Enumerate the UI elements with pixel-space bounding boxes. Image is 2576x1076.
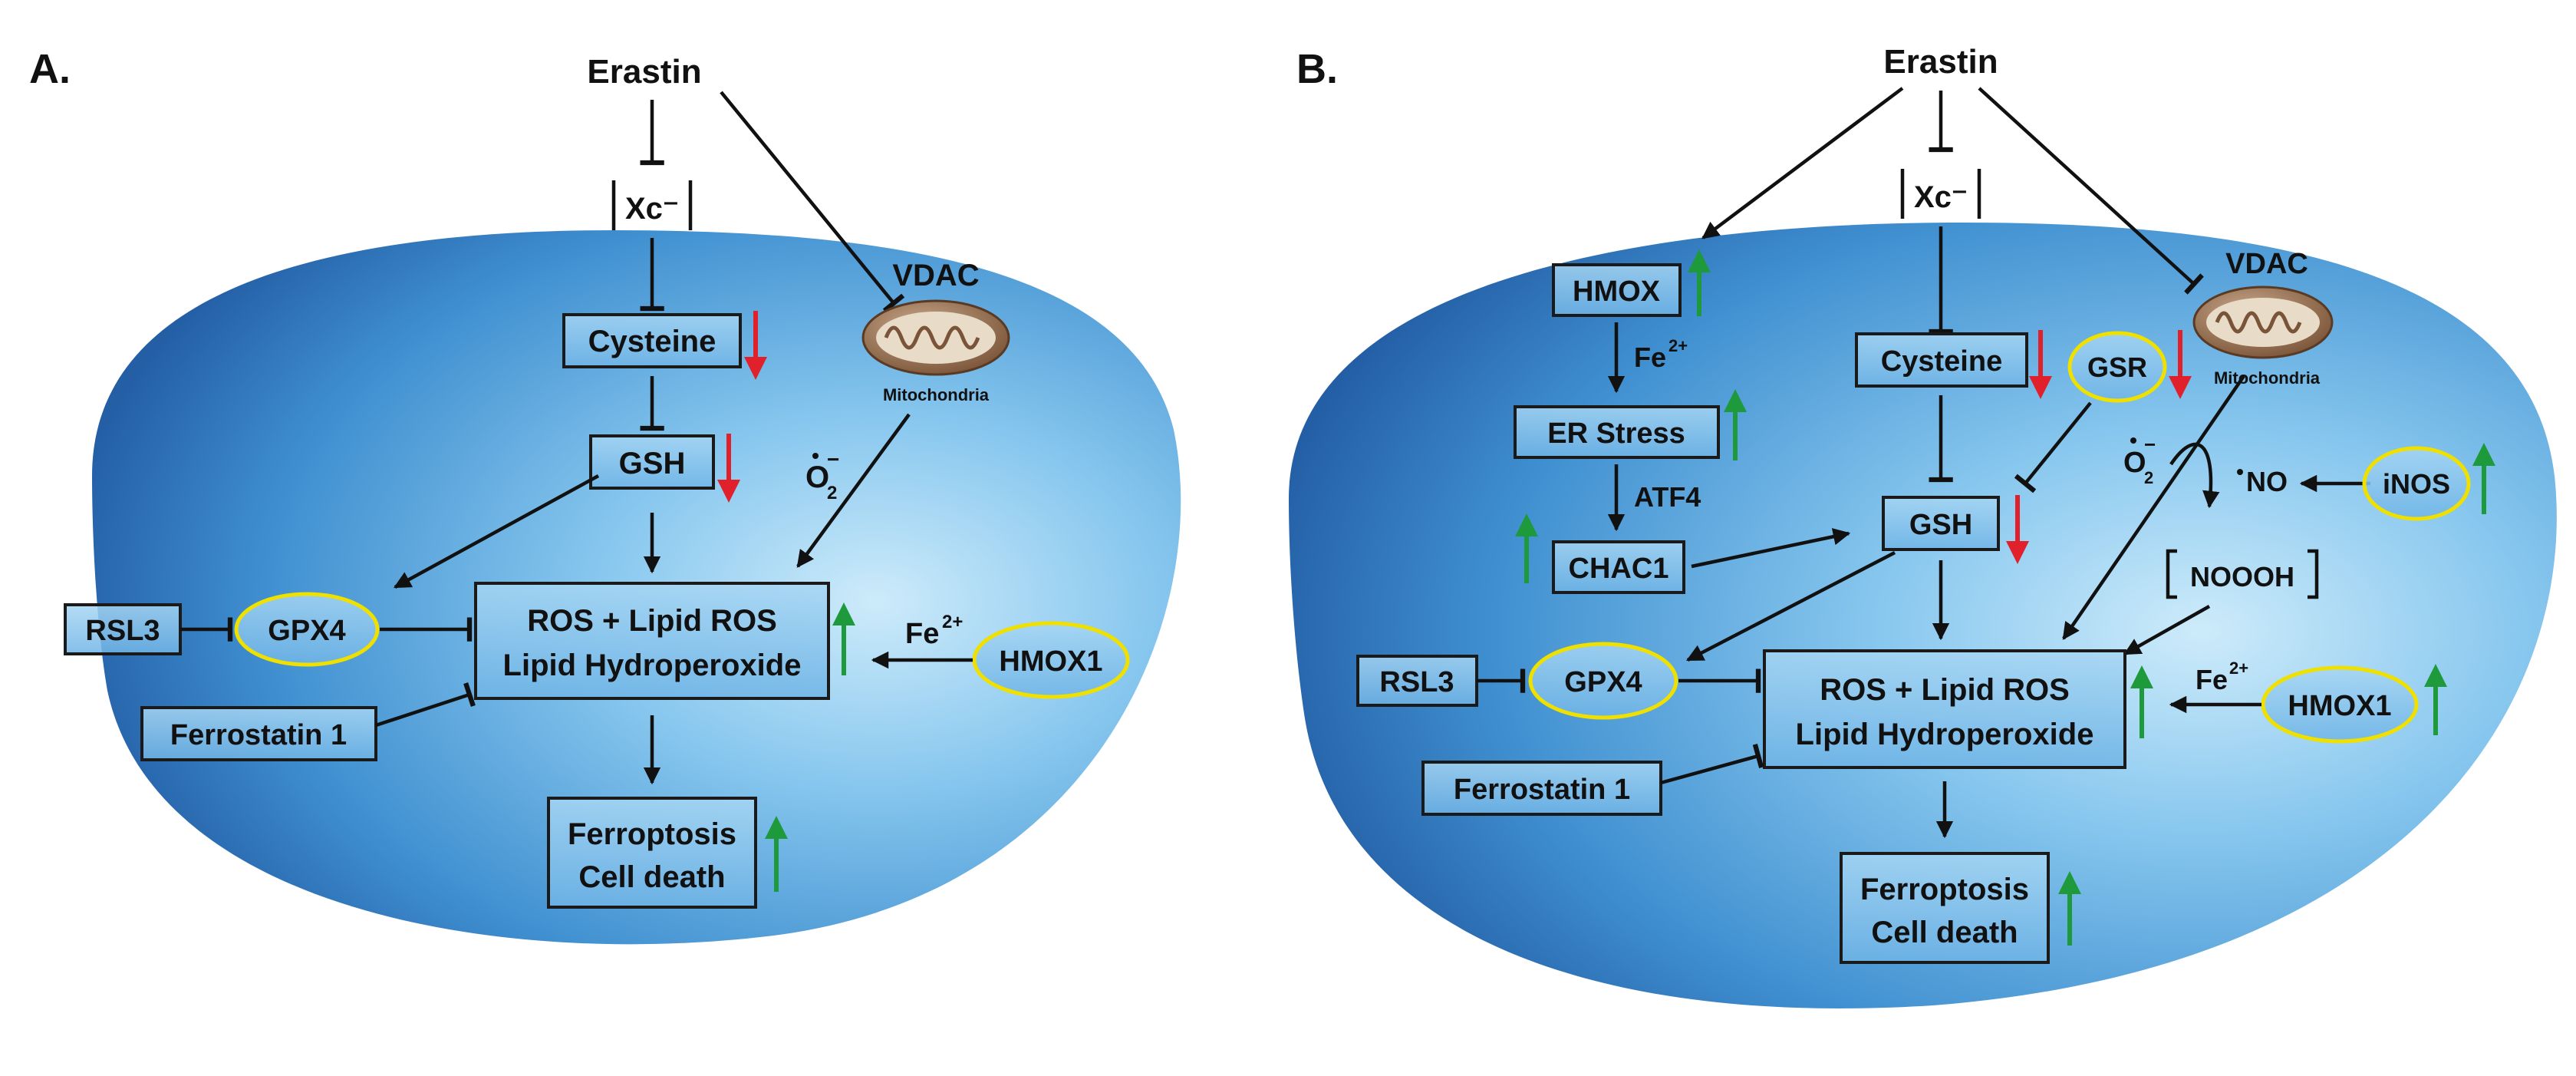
hmox-box (1552, 263, 1682, 317)
cysteine-box (562, 313, 742, 368)
vdac-to-ros (796, 413, 911, 568)
mitochondria-label: Mitochondria (2214, 368, 2321, 388)
ferroptosis-box (1840, 852, 2050, 964)
ferrostatin-box (1421, 761, 1662, 816)
gpx4-oval (234, 592, 380, 667)
noooh-species: NOOOH (2166, 549, 2319, 599)
erastin-label: Erastin (1883, 43, 1998, 81)
svg-text:−: − (2144, 433, 2156, 456)
gsh-label: GSH (1909, 509, 1972, 541)
ferroptosis-line1: Ferroptosis (1860, 873, 2029, 906)
xc-transporter: Xc⁻ (611, 180, 693, 230)
noooh-label: NOOOH (2190, 561, 2294, 592)
ferrostatin-inhibits-ros (1660, 743, 1764, 785)
chac1-label: CHAC1 (1569, 553, 1669, 585)
inos-oval (2362, 446, 2471, 521)
erastin-inhibits-vdac (720, 91, 905, 313)
svg-text:NO: NO (2246, 466, 2288, 497)
cysteine-box (1855, 332, 2028, 388)
chac1-to-gsh (1691, 528, 1851, 569)
nitric-oxide-label: NO (2237, 466, 2288, 497)
superoxide-label: O 2 − (2123, 433, 2156, 487)
svg-text:Fe: Fe (2196, 664, 2228, 695)
svg-text:2+: 2+ (2229, 658, 2248, 678)
xc-label: Xc⁻ (625, 192, 679, 226)
vdac-label: VDAC (2225, 248, 2308, 280)
fe2-label: Fe 2+ (905, 612, 963, 650)
ferroptosis-box (547, 797, 757, 909)
hmox1-label: HMOX1 (999, 645, 1102, 678)
erastin-to-hmox (1701, 87, 1904, 239)
svg-text:O: O (805, 460, 829, 494)
hmox-label: HMOX (1573, 276, 1661, 308)
xc-transporter: Xc⁻ (1900, 169, 1981, 219)
ros-line1: ROS + Lipid ROS (1820, 673, 2070, 707)
svg-text:2: 2 (2144, 468, 2153, 487)
ros-line2: Lipid Hydroperoxide (1796, 718, 2094, 751)
superoxide-label: O 2 − (805, 447, 839, 503)
cysteine-label: Cysteine (588, 325, 716, 358)
rsl3-label: RSL3 (85, 615, 160, 647)
er-stress-label: ER Stress (1547, 418, 1685, 450)
cysteine-label: Cysteine (1881, 345, 2002, 378)
gsh-label: GSH (619, 447, 686, 480)
gsr-oval (2067, 331, 2167, 403)
gpx4-oval (1528, 642, 1678, 720)
erastin-label: Erastin (587, 53, 701, 91)
rsl3-label: RSL3 (1379, 666, 1454, 698)
svg-text:Fe: Fe (1634, 342, 1666, 373)
panel-a: A. Erastin Xc⁻ Cysteine GSH VDAC Mitocho… (29, 46, 1181, 945)
ferroptosis-line2: Cell death (1871, 916, 2018, 949)
atf4-label: ATF4 (1634, 481, 1701, 513)
fe2-label: Fe 2+ (1634, 336, 1688, 373)
erastin-inhibits-vdac (1978, 87, 2204, 295)
hmox1-oval (972, 621, 1130, 699)
panel-a-letter: A. (29, 46, 71, 92)
panel-b-letter: B. (1296, 46, 1338, 92)
gsh-to-gpx4 (1686, 551, 1896, 662)
svg-text:−: − (827, 447, 839, 471)
mitochondria-icon (861, 299, 1010, 376)
gsh-box (1882, 496, 2000, 551)
gpx4-label: GPX4 (1564, 666, 1642, 698)
ferroptosis-line2: Cell death (578, 860, 725, 894)
xc-label: Xc⁻ (1914, 180, 1968, 214)
gsh-box (589, 434, 715, 490)
gsh-to-gpx4 (394, 474, 600, 589)
ros-line2: Lipid Hydroperoxide (503, 649, 802, 682)
vdac-to-ros (2062, 375, 2245, 640)
svg-text:2: 2 (827, 483, 837, 503)
noooh-to-ros (2123, 605, 2211, 655)
ferrostatin-box (140, 706, 377, 761)
hmox1-oval (2261, 665, 2419, 744)
superoxide-reaction-arrow (2169, 442, 2220, 509)
ros-box (474, 582, 830, 700)
gsr-label: GSR (2087, 352, 2147, 383)
ferroptosis-line1: Ferroptosis (568, 817, 736, 851)
svg-text:2+: 2+ (1668, 336, 1688, 355)
ferrostatin-inhibits-ros (375, 682, 476, 728)
ros-line1: ROS + Lipid ROS (527, 604, 777, 638)
mitochondria-icon (2192, 286, 2334, 359)
svg-text:O: O (2123, 447, 2146, 479)
mitochondria-label: Mitochondria (883, 385, 990, 404)
inos-label: iNOS (2383, 468, 2450, 500)
fe2-label-2: Fe 2+ (2196, 658, 2248, 695)
panel-b: B. Erastin Xc⁻ HMOX Fe 2+ ER Stress ATF4 (1289, 43, 2557, 1008)
ferrostatin-label: Ferrostatin 1 (1454, 774, 1630, 806)
chac1-box (1552, 540, 1685, 594)
ros-box (1763, 649, 2126, 769)
ferrostatin-label: Ferrostatin 1 (170, 719, 347, 751)
gsr-inhibits-gsh (2014, 401, 2092, 493)
svg-text:2+: 2+ (942, 612, 963, 632)
hmox1-label: HMOX1 (2288, 690, 2391, 722)
gpx4-label: GPX4 (268, 615, 345, 647)
vdac-label: VDAC (892, 259, 979, 292)
svg-text:Fe: Fe (905, 618, 939, 650)
er-stress-box (1514, 405, 1720, 459)
